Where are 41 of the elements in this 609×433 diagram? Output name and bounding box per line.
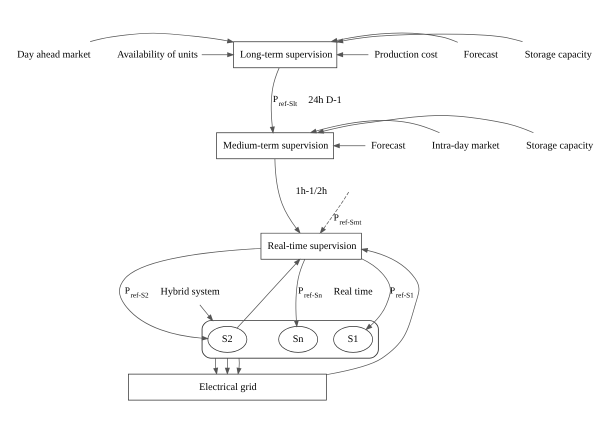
edge-label: P$_{ref-S2}$ xyxy=(124,286,149,300)
node-text: Availability of units xyxy=(117,49,198,60)
arrow xyxy=(332,143,366,148)
arrow xyxy=(201,52,234,58)
arrow xyxy=(320,192,350,234)
node-box: Medium-term supervision xyxy=(216,132,334,160)
arrow xyxy=(316,115,534,134)
node-box: Long-term supervision xyxy=(233,41,338,68)
node-text: Production cost xyxy=(374,49,438,60)
node-text: Hybrid system xyxy=(160,286,220,298)
node-ellipse: S2 xyxy=(208,326,248,353)
arrow xyxy=(294,258,306,328)
node-text: Forecast xyxy=(371,140,406,152)
node-text: Storage capacity xyxy=(524,49,592,60)
node-text: Day ahead market xyxy=(17,49,91,60)
label: 24h D-1 xyxy=(308,94,342,106)
arrow xyxy=(236,258,301,328)
node-ellipse: S1 xyxy=(333,326,373,353)
arrow xyxy=(361,258,391,330)
label: Real time xyxy=(334,286,373,298)
node-text: Storage capacity xyxy=(526,140,594,152)
edge-label: P$_{ref-Smt}$ xyxy=(334,213,362,226)
label: 1h-1/2h xyxy=(296,186,328,197)
arrow xyxy=(213,358,218,376)
edge-label: P$_{ref-Sn}$ xyxy=(298,286,322,300)
arrow xyxy=(236,358,242,376)
arrow xyxy=(309,120,440,134)
arrow xyxy=(200,304,214,322)
arrow xyxy=(90,32,234,44)
node-box: Real-time supervision xyxy=(260,232,362,260)
edge-label: P$_{ref-Slt}$ xyxy=(272,94,298,108)
node-text: Forecast xyxy=(464,49,498,60)
arrow xyxy=(270,67,280,134)
arrow xyxy=(119,248,262,341)
node-text: Intra-day market xyxy=(432,140,500,152)
node-ellipse: Sn xyxy=(278,326,318,353)
arrow xyxy=(336,52,369,58)
arrow xyxy=(224,358,230,376)
arrow xyxy=(326,248,420,376)
node-box: Electrical grid xyxy=(128,374,327,400)
arrow xyxy=(274,158,301,234)
